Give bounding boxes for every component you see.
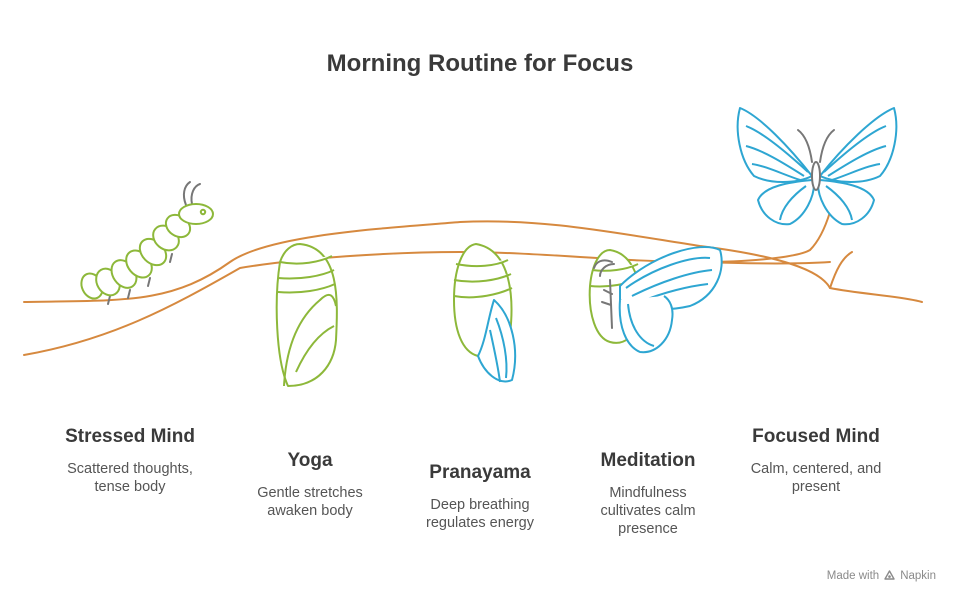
stage-description-line: present [791, 479, 841, 495]
butterfly-icon [736, 107, 898, 226]
napkin-watermark: Made with Napkin [827, 569, 936, 582]
stage-description: Gentle stretches awaken body [210, 484, 410, 520]
stage-title: Focused Mind [752, 426, 880, 447]
chrysalis-wing-icon [453, 243, 517, 383]
stage-title: Pranayama [429, 462, 531, 483]
stage-description-line: regulates energy [425, 515, 534, 531]
chrysalis-icon [275, 243, 338, 387]
stage-description: Mindfulness cultivates calm presence [548, 484, 748, 538]
stage-pranayama: Pranayama Deep breathing regulates energ… [380, 462, 580, 532]
caterpillar-icon [80, 181, 214, 305]
stage-description: Scattered thoughts, tense body [30, 460, 230, 496]
stage-focused-mind: Focused Mind Calm, centered, and present [716, 426, 916, 496]
stage-description-line: awaken body [267, 503, 353, 519]
stage-description-line: Gentle stretches [257, 485, 363, 501]
stage-description-line: Scattered thoughts, [67, 461, 193, 477]
stage-description-line: presence [618, 521, 678, 537]
brand-label: Napkin [900, 569, 936, 582]
stage-yoga: Yoga Gentle stretches awaken body [210, 450, 410, 520]
stage-title: Yoga [287, 450, 333, 471]
stage-description: Calm, centered, and present [716, 460, 916, 496]
stage-description: Deep breathing regulates energy [380, 496, 580, 532]
stage-stressed-mind: Stressed Mind Scattered thoughts, tense … [30, 426, 230, 496]
stage-meditation: Meditation Mindfulness cultivates calm p… [548, 450, 748, 538]
emerging-butterfly-icon [588, 246, 723, 354]
stage-description-line: Calm, centered, and [750, 461, 882, 477]
stage-title: Meditation [600, 450, 696, 471]
stage-description-line: Deep breathing [430, 497, 530, 513]
made-with-label: Made with [826, 569, 880, 582]
napkin-logo-icon [884, 570, 895, 580]
stage-description-line: Mindfulness [609, 485, 687, 501]
page-title: Morning Routine for Focus [326, 50, 634, 77]
stage-description-line: tense body [94, 479, 166, 495]
stage-title: Stressed Mind [65, 426, 195, 447]
stage-description-line: cultivates calm [600, 503, 696, 519]
